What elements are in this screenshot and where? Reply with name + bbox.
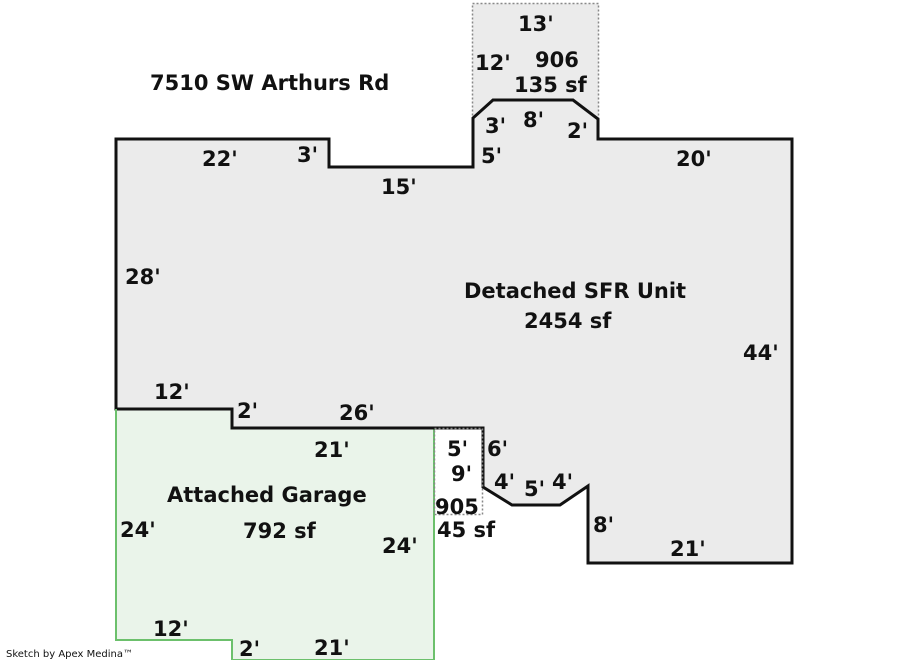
dim-label: 5' <box>524 477 545 501</box>
house-name: Detached SFR Unit <box>464 279 686 303</box>
dim-label: 3' <box>485 114 506 138</box>
dim-label: 21' <box>314 636 350 660</box>
dim-label: 13' <box>518 12 554 36</box>
house-outline <box>114 98 794 565</box>
nook-code: 905 <box>435 495 479 519</box>
dim-label: 12' <box>154 380 190 404</box>
dim-label: 22' <box>202 147 238 171</box>
dim-label: 4' <box>494 470 515 494</box>
dim-label: 12' <box>475 51 511 75</box>
bay-area: 135 sf <box>514 73 588 97</box>
dim-label: 2' <box>237 399 258 423</box>
dim-label: 21' <box>670 537 706 561</box>
dim-label: 15' <box>381 175 417 199</box>
dim-label: 28' <box>125 265 161 289</box>
dim-label: 44' <box>743 341 779 365</box>
dim-label: 5' <box>447 437 468 461</box>
dim-label: 8' <box>523 108 544 132</box>
dim-label: 5' <box>481 144 502 168</box>
dim-label: 2' <box>239 637 260 660</box>
nook-area: 45 sf <box>437 518 496 542</box>
dim-label: 3' <box>297 143 318 167</box>
nook-905-outline <box>433 427 484 516</box>
dim-label: 9' <box>451 462 472 486</box>
dim-label: 8' <box>593 513 614 537</box>
dim-label: 24' <box>120 518 156 542</box>
dim-label: 20' <box>676 147 712 171</box>
dim-label: 6' <box>487 437 508 461</box>
dim-label: 4' <box>552 470 573 494</box>
address-label: 7510 SW Arthurs Rd <box>150 71 389 95</box>
dim-label: 21' <box>314 438 350 462</box>
garage-area: 792 sf <box>243 519 317 543</box>
garage-name: Attached Garage <box>167 483 367 507</box>
credit-text: Sketch by Apex Medina™ <box>6 649 133 660</box>
dim-label: 26' <box>339 401 375 425</box>
dim-label: 24' <box>382 534 418 558</box>
dim-label: 2' <box>567 119 588 143</box>
house-area: 2454 sf <box>524 309 612 333</box>
bay-code: 906 <box>535 48 579 72</box>
dim-label: 12' <box>153 617 189 641</box>
